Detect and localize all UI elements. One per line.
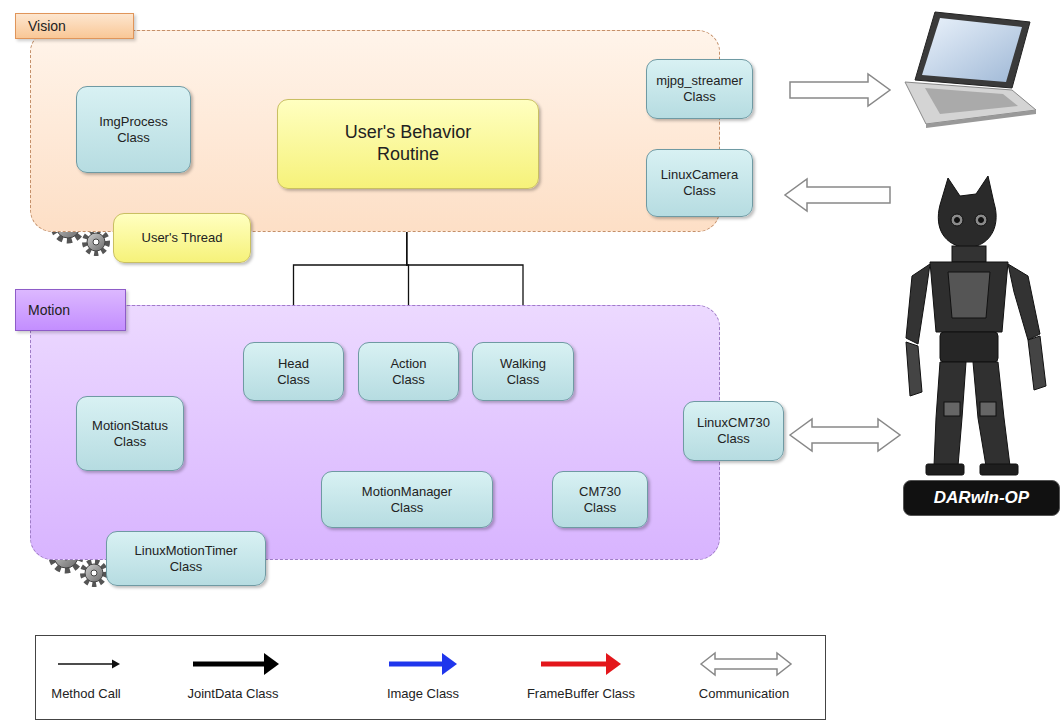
class-box: MotionManager Class (321, 471, 493, 528)
class-box: ImgProcess Class (76, 86, 191, 173)
robot-illustration (979, 218, 984, 223)
robot-illustration (938, 176, 996, 248)
region-title: Motion (28, 302, 70, 319)
legend-label: FrameBuffer Class (527, 686, 635, 701)
box-label: CM730 Class (570, 484, 630, 515)
laptop-illustration (905, 82, 1036, 124)
communication-arrow (790, 74, 890, 106)
robot-illustration (955, 218, 960, 223)
robot-illustration (948, 272, 990, 318)
robot-illustration (906, 176, 1046, 475)
legend-sample (389, 662, 445, 667)
robot-illustration (1008, 264, 1040, 340)
box-label: mjpg_streamer Class (653, 73, 746, 104)
gear-icon (85, 231, 107, 253)
legend-label: Image Class (387, 686, 459, 701)
gear-icon (83, 562, 105, 584)
box-label: Walking Class (493, 356, 553, 387)
box-label: LinuxCM730 Class (690, 415, 777, 446)
legend-label: Method Call (51, 686, 120, 701)
robot-illustration (1028, 336, 1046, 390)
gear-icon (91, 570, 97, 576)
legend-box: Method Call JointData Class Image Class Fra… (35, 635, 826, 720)
legend-sample (193, 662, 267, 667)
region-title: Vision (28, 18, 66, 35)
region-tab: Vision (15, 13, 134, 39)
class-box: Walking Class (472, 342, 574, 401)
gear-icon (85, 231, 107, 253)
region-tab: Motion (15, 289, 126, 331)
class-box: Action Class (358, 342, 459, 401)
routine-box: User's Thread (113, 213, 251, 263)
region-band: VisionImgProcess ClassUser's Behavior Ro… (30, 30, 720, 232)
class-box: Head Class (243, 342, 344, 401)
robot-illustration (940, 332, 998, 362)
box-label: Head Class (269, 356, 319, 387)
gear-icon (93, 239, 99, 245)
laptop-illustration (915, 12, 1030, 88)
robot-name: DARwIn-OP (934, 488, 1029, 508)
gear-icon (87, 233, 105, 251)
robot-illustration (934, 362, 966, 466)
box-label: User's Behavior Routine (328, 122, 488, 165)
robot-illustration (980, 402, 996, 416)
robot-illustration (980, 464, 1018, 475)
arrow-head (112, 660, 120, 669)
laptop-illustration (905, 12, 1036, 128)
robot-illustration (926, 464, 964, 475)
class-box: LinuxCamera Class (646, 149, 753, 217)
box-label: MotionStatus Class (84, 418, 176, 449)
box-label: ImgProcess Class (90, 114, 178, 145)
robot-illustration (951, 214, 963, 226)
robot-illustration (975, 214, 987, 226)
robot-illustration (930, 262, 1008, 332)
gear-icon (83, 562, 105, 584)
robot-name-badge: DARwIn-OP (903, 480, 1060, 516)
class-box: LinuxCM730 Class (683, 401, 784, 461)
gear-icon (85, 564, 103, 582)
arrow-head (442, 653, 457, 675)
robot-illustration (906, 342, 922, 396)
class-box: mjpg_streamer Class (646, 59, 753, 119)
box-label: MotionManager Class (352, 484, 462, 515)
robot-illustration (973, 362, 1010, 466)
legend-label: JointData Class (187, 686, 278, 701)
box-label: User's Thread (142, 230, 223, 246)
robot-illustration (944, 402, 960, 416)
arrow-head (606, 653, 621, 675)
arrow-head (264, 653, 279, 675)
region-band: MotionHead Class Action Class Walking Clas… (30, 305, 720, 560)
laptop-illustration (925, 88, 1018, 114)
routine-box: User's Behavior Routine (277, 99, 539, 189)
box-label: LinuxMotionTimer Class (126, 543, 246, 574)
communication-arrow (785, 179, 890, 211)
legend-label: Communication (699, 686, 789, 701)
legend-sample (701, 653, 791, 675)
box-label: LinuxCamera Class (655, 167, 745, 198)
legend-samples (36, 636, 827, 721)
communication-arrow (790, 419, 900, 451)
legend-sample (541, 662, 609, 667)
class-box: CM730 Class (552, 471, 648, 528)
class-box: MotionStatus Class (76, 396, 184, 471)
box-label: Action Class (379, 356, 439, 387)
robot-illustration (906, 264, 930, 344)
laptop-illustration (922, 18, 1022, 82)
robot-illustration (952, 246, 986, 262)
laptop-illustration (926, 110, 1036, 128)
legend-sample (58, 663, 114, 664)
class-box: LinuxMotionTimer Class (106, 531, 266, 586)
